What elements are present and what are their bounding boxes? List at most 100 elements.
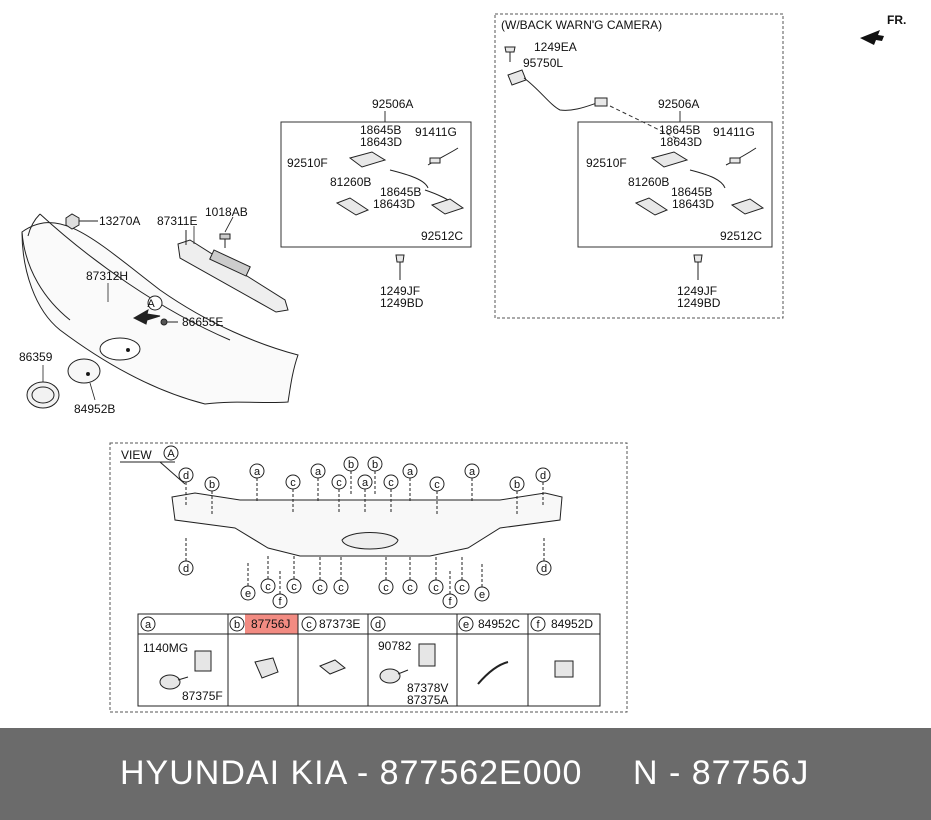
table-code-f: 84952D — [551, 617, 593, 631]
table-marker-a-text: a — [145, 619, 152, 631]
table-part-87375A: 87375A — [407, 693, 448, 707]
table-part-1140MG: 1140MG — [143, 641, 188, 655]
view-top-marker-d-text: d — [183, 470, 189, 482]
front-direction-label: FR. — [887, 13, 906, 27]
nut-drawing — [65, 213, 98, 230]
view-top-marker-c: c — [285, 474, 301, 490]
view-top-marker-a: a — [249, 463, 265, 479]
leader-lines-main — [42, 216, 234, 401]
table-part-87375F: 87375F — [182, 689, 223, 703]
callout-18643D-b2: 18643D — [672, 197, 714, 211]
view-top-marker-b: b — [204, 476, 220, 492]
camera-box-title: (W/BACK WARN'G CAMERA) — [501, 18, 662, 32]
view-bottom-marker-c-text: c — [459, 582, 465, 594]
view-top-marker-b-text: b — [514, 479, 520, 491]
view-top-marker-a: a — [357, 474, 373, 490]
callout-1249BD-b: 1249BD — [677, 296, 721, 310]
view-top-marker-c-text: c — [336, 477, 342, 489]
table-marker-d-text: d — [375, 619, 381, 631]
callout-87312H: 87312H — [86, 269, 128, 283]
view-top-marker-b-text: b — [209, 479, 215, 491]
view-top-marker-b: b — [367, 456, 383, 472]
footer-part-code: N - 87756J — [633, 754, 810, 792]
callout-1249JF-b: 1249JF — [677, 284, 717, 298]
footer-part-number: HYUNDAI KIA - 877562E000 — [120, 754, 583, 792]
table-marker-a: a — [140, 616, 156, 632]
callout-84952B: 84952B — [74, 402, 115, 416]
view-top-marker-a-text: a — [362, 477, 369, 489]
parts-table — [137, 613, 601, 707]
view-bottom-marker-c-text: c — [433, 582, 439, 594]
callout-92506A-a: 92506A — [372, 97, 413, 111]
callout-81260B-a: 81260B — [330, 175, 371, 189]
view-bottom-marker-e: e — [474, 586, 490, 602]
bracket-drawing — [177, 230, 289, 313]
view-top-marker-a-text: a — [469, 466, 476, 478]
callout-81260B-b: 81260B — [628, 175, 669, 189]
view-top-marker-b: b — [343, 456, 359, 472]
callout-91411G-b: 91411G — [713, 125, 755, 139]
callout-18643D-a: 18643D — [360, 135, 402, 149]
table-marker-b-text: b — [234, 619, 240, 631]
view-bottom-marker-c-text: c — [338, 582, 344, 594]
tailgate-garnish-drawing — [21, 213, 299, 405]
callout-1249EA: 1249EA — [534, 40, 577, 54]
view-bottom-marker-c: c — [402, 579, 418, 595]
view-top-marker-b-text: b — [372, 459, 378, 471]
view-bottom-marker-c-text: c — [317, 582, 323, 594]
callout-87311E: 87311E — [157, 214, 197, 228]
view-bottom-marker-c: c — [333, 579, 349, 595]
part-number-footer: HYUNDAI KIA - 877562E000 N - 87756J — [0, 728, 931, 820]
callout-92512C-a: 92512C — [421, 229, 463, 243]
table-marker-f: f — [530, 616, 546, 632]
callout-91411G-a: 91411G — [415, 125, 457, 139]
view-a-box — [109, 442, 628, 713]
callout-18645B-a: 18645B — [360, 123, 401, 137]
table-code-e: 84952C — [478, 617, 520, 631]
view-top-marker-c-text: c — [290, 477, 296, 489]
view-top-marker-b: b — [509, 476, 525, 492]
table-part-drawings — [159, 643, 574, 690]
callout-1249JF-a: 1249JF — [380, 284, 420, 298]
view-bottom-marker-c: c — [428, 579, 444, 595]
view-bottom-marker-c-text: c — [265, 581, 271, 593]
view-top-marker-d-text: d — [540, 470, 546, 482]
callout-92512C-b: 92512C — [720, 229, 762, 243]
view-bottom-marker-c-text: c — [291, 581, 297, 593]
view-top-marker-c: c — [429, 476, 445, 492]
view-bottom-marker-f: f — [272, 593, 288, 609]
clip-drawing — [132, 295, 178, 326]
view-bottom-marker-e-text: e — [479, 589, 485, 601]
callout-1249BD-a: 1249BD — [380, 296, 424, 310]
view-bottom-marker-d-text: d — [541, 563, 547, 575]
table-marker-c: c — [301, 616, 317, 632]
table-marker-b: b — [229, 616, 245, 632]
table-part-87378V: 87378V — [407, 681, 448, 695]
view-top-marker-b-text: b — [348, 459, 354, 471]
view-bottom-marker-c-text: c — [407, 582, 413, 594]
view-top-marker-c-text: c — [388, 477, 394, 489]
view-bottom-marker-d: d — [536, 560, 552, 576]
table-code-b: 87756J — [251, 617, 290, 631]
table-marker-d: d — [370, 616, 386, 632]
view-top-marker-a-text: a — [315, 466, 322, 478]
view-top-marker-d: d — [535, 467, 551, 483]
table-marker-c-text: c — [306, 619, 312, 631]
callout-92510F-b: 92510F — [586, 156, 627, 170]
parts-diagram: FR. A — [19, 13, 906, 713]
view-ref-marker: A — [147, 298, 155, 310]
callout-95750L: 95750L — [523, 56, 563, 70]
callout-1018AB: 1018AB — [205, 205, 248, 219]
view-bottom-marker-d-text: d — [183, 563, 189, 575]
callout-18643D-a2: 18643D — [373, 197, 415, 211]
view-top-marker-a: a — [464, 463, 480, 479]
front-direction-arrow-icon — [860, 30, 884, 45]
emblem-drawing — [26, 358, 101, 409]
callout-18645B-a2: 18645B — [380, 185, 421, 199]
camera-box — [494, 13, 784, 319]
table-marker-f-text: f — [536, 619, 540, 631]
bolt-drawing — [219, 233, 231, 248]
callout-86655E: 86655E — [182, 315, 223, 329]
